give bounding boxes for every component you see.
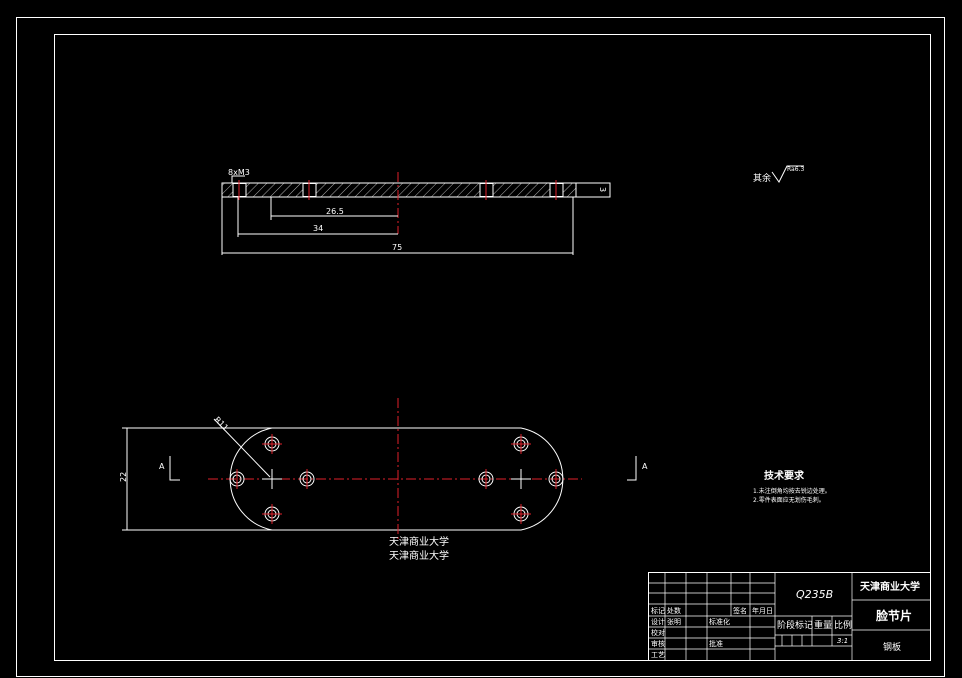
- side-view: 8xM3 26.5 34 75 3: [221, 168, 611, 255]
- section-marker-right: [627, 456, 637, 481]
- count-label: 处数: [667, 606, 681, 615]
- technical-requirements: 技术要求 1.未注倒角均按去锐边处理。 2.零件表面应无划伤毛刺。: [753, 469, 831, 504]
- tech-req-title: 技术要求: [764, 469, 805, 482]
- outer-frame: [16, 17, 945, 677]
- row-label-review: 审核: [651, 639, 665, 648]
- row-label-mark: 标记: [651, 606, 665, 615]
- material-code: Q235B: [796, 588, 833, 601]
- section-a-right: A: [642, 462, 648, 471]
- dim-26-5: 26.5: [326, 207, 344, 216]
- material-type: 钢板: [883, 641, 901, 653]
- plate-tip: [575, 182, 611, 198]
- designer-name: 张明: [667, 617, 681, 626]
- plate-outline: [229, 427, 564, 531]
- row-label-process: 工艺: [651, 651, 665, 659]
- row-label-design: 设计: [651, 617, 665, 626]
- svg-text:其余: 其余: [753, 172, 771, 184]
- part-name: 脸节片: [876, 608, 912, 623]
- scale-value: 3:1: [837, 637, 848, 645]
- dim-34: 34: [313, 224, 323, 233]
- weight-label: 重量: [814, 619, 832, 631]
- hole-group: [229, 434, 564, 524]
- dim-22: 22: [119, 472, 128, 482]
- title-block: 标记 处数 签名 年月日 设计 张明 标准化 校对 审核 批准 工艺 Q235B…: [648, 572, 931, 661]
- school-label-1: 天津商业大学: [389, 535, 449, 548]
- tech-req-item: 1.未注倒角均按去锐边处理。: [753, 487, 831, 495]
- dim-3: 3: [598, 187, 607, 192]
- dim-75: 75: [392, 243, 402, 252]
- top-view: R11 22 A A: [119, 398, 648, 540]
- row-label-check: 校对: [651, 628, 665, 637]
- date-label: 年月日: [752, 606, 773, 615]
- section-marker-left: [169, 456, 180, 481]
- scale-label: 比例: [834, 619, 852, 631]
- radius-leader: [213, 418, 271, 478]
- school-label-2: 天津商业大学: [389, 549, 449, 562]
- radius-label: R11: [213, 415, 231, 433]
- thread-label: 8xM3: [228, 168, 250, 177]
- company-name: 天津商业大学: [860, 580, 920, 593]
- tech-req-item: 2.零件表面应无划伤毛刺。: [753, 496, 825, 504]
- plate-section: [221, 182, 577, 198]
- roughness-note: 其余 Ra6.3: [753, 165, 804, 184]
- roughness-icon: [771, 165, 804, 183]
- inner-frame: [54, 34, 931, 661]
- approve-label: 批准: [709, 639, 723, 648]
- section-a-left: A: [159, 462, 165, 471]
- std-label: 标准化: [709, 617, 730, 626]
- sign-label: 签名: [733, 606, 747, 615]
- stage-label: 阶段标记: [777, 619, 813, 631]
- svg-text:Ra6.3: Ra6.3: [787, 166, 804, 173]
- thread-leader: [231, 175, 245, 183]
